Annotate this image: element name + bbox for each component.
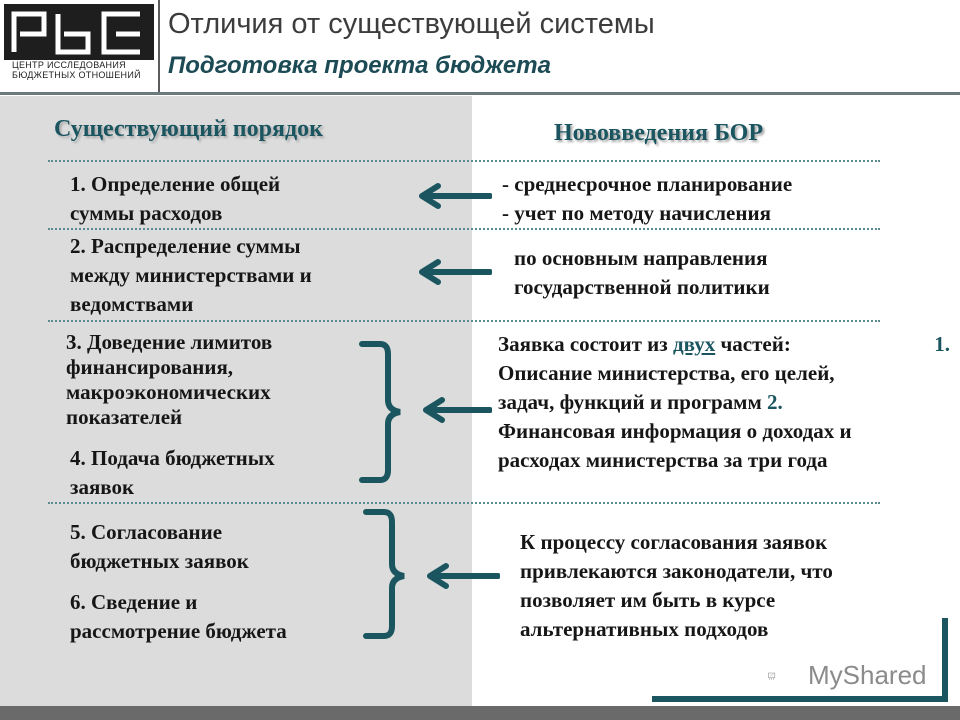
header-rule — [0, 92, 960, 95]
innovation-4: К процессу согласования заявок привлекаю… — [520, 530, 833, 641]
separator-1 — [48, 160, 880, 162]
separator-4 — [48, 502, 880, 504]
step-5: 5. Согласование бюджетных заявок — [70, 520, 249, 573]
innovation-2: по основным направления государственной … — [514, 246, 770, 299]
innovation-1: - среднесрочное планирование - учет по м… — [502, 172, 793, 225]
page-title: Отличия от существующей системы — [168, 8, 655, 40]
innovation-3: Заявка состоит из двух частей: 1. Описан… — [498, 332, 950, 472]
brace-steps-3-4 — [359, 341, 401, 483]
pbc-logo — [4, 4, 154, 60]
brace-steps-5-6 — [363, 509, 405, 639]
step-6: 6. Сведение и рассмотрение бюджета — [70, 590, 287, 643]
step-3: 3. Доведение лимитов финансирования, мак… — [66, 330, 273, 429]
right-column-heading: Нововведения БОР — [554, 120, 763, 146]
arrow-left-4 — [427, 563, 500, 589]
left-column-heading: Существующий порядок — [54, 116, 323, 142]
frame-vertical-bar — [942, 618, 948, 702]
logo-caption: ЦЕНТР ИССЛЕДОВАНИЯ БЮДЖЕТНЫХ ОТНОШЕНИЙ — [12, 60, 152, 80]
step-4: 4. Подача бюджетных заявок — [70, 446, 275, 499]
logo-caption-line2: БЮДЖЕТНЫХ ОТНОШЕНИЙ — [12, 70, 141, 80]
logo-caption-line1: ЦЕНТР ИССЛЕДОВАНИЯ — [12, 60, 126, 70]
arrow-left-1 — [419, 183, 492, 209]
step-1: 1. Определение общей суммы расходов — [70, 172, 281, 225]
link-dvuh[interactable]: двух — [672, 332, 716, 356]
arrow-left-3 — [423, 397, 492, 423]
step-2: 2. Распределение суммы между министерств… — [70, 234, 312, 316]
separator-3 — [48, 320, 880, 322]
bottom-bar — [0, 706, 960, 720]
frame-horizontal-bar — [652, 696, 948, 702]
arrow-left-2 — [419, 259, 492, 285]
presentation-icon — [768, 672, 776, 680]
separator-2 — [48, 228, 880, 230]
header-divider — [158, 0, 160, 92]
page-subtitle: Подготовка проекта бюджета — [168, 52, 551, 79]
watermark-text: MyShared — [808, 660, 927, 690]
header: ЦЕНТР ИССЛЕДОВАНИЯ БЮДЖЕТНЫХ ОТНОШЕНИЙ О… — [0, 0, 960, 92]
